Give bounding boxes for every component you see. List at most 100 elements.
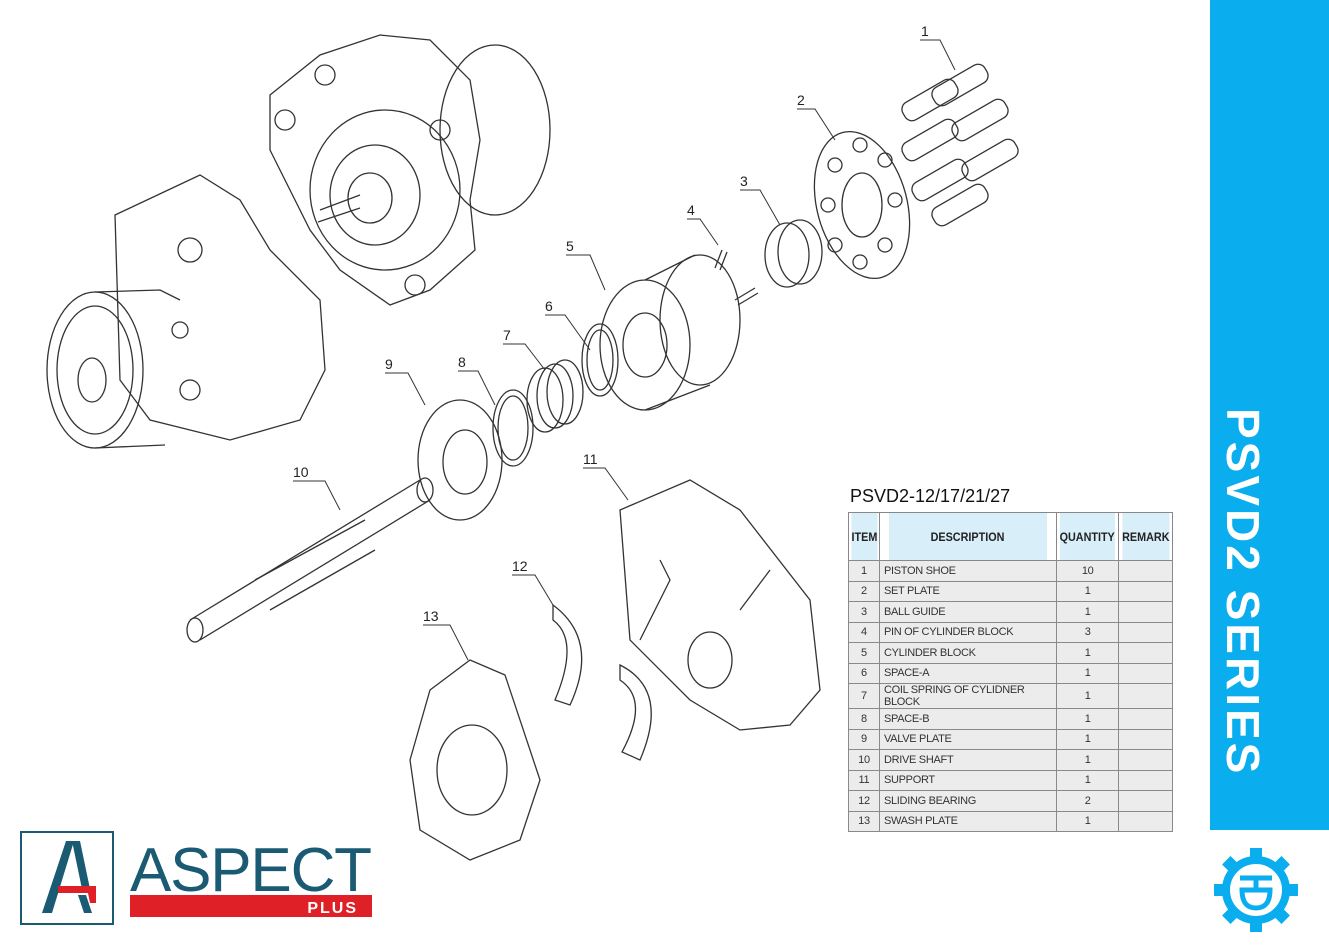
cell-description: CYLINDER BLOCK (878, 642, 1057, 664)
cell-item: 5 (848, 642, 880, 664)
callout-6: 6 (545, 298, 553, 314)
header-remark: REMARK (1121, 512, 1171, 561)
callout-1: 1 (921, 23, 929, 39)
cell-quantity: 1 (1055, 810, 1120, 832)
series-title: PSVD2 SERIES (1217, 408, 1269, 777)
pump-assembly-left (46, 174, 326, 449)
cell-quantity: 1 (1055, 728, 1120, 750)
cylinder-block (599, 254, 741, 411)
table-title: PSVD2-12/17/21/27 (850, 486, 1011, 506)
logo-subtitle: PLUS (307, 900, 358, 917)
cell-description: VALVE PLATE (878, 728, 1057, 750)
header-description: DESCRIPTION (887, 512, 1049, 561)
cell-remark (1118, 769, 1173, 791)
pins (714, 249, 759, 306)
cell-item: 6 (848, 662, 880, 684)
set-plate (813, 130, 911, 280)
cell-description: SPACE-B (878, 708, 1057, 730)
callout-2: 2 (797, 92, 805, 108)
cell-description: PIN OF CYLINDER BLOCK (878, 621, 1057, 643)
cell-remark (1118, 601, 1173, 623)
space-b (492, 389, 534, 467)
cell-remark (1118, 728, 1173, 750)
swash-plate (409, 659, 541, 861)
piston-shoes (901, 63, 1019, 227)
header-item: ITEM (849, 512, 879, 561)
cell-item: 11 (848, 769, 880, 791)
cell-quantity: 1 (1055, 662, 1120, 684)
exploded-parts-drawing (46, 34, 1019, 861)
cell-remark (1118, 683, 1173, 709)
cell-description: SET PLATE (878, 580, 1057, 602)
cell-quantity: 1 (1055, 769, 1120, 791)
ball-guide (764, 219, 823, 288)
cell-remark (1118, 662, 1173, 684)
cell-quantity: 3 (1055, 621, 1120, 643)
callout-4: 4 (687, 202, 695, 218)
cell-item: 9 (848, 728, 880, 750)
cell-remark (1118, 810, 1173, 832)
series-banner (1210, 0, 1329, 830)
logo-wordmark: ASPECT (130, 836, 372, 905)
cell-item: 12 (848, 790, 880, 812)
space-a (581, 323, 619, 397)
leader-lines (293, 39, 956, 661)
cell-description: PISTON SHOE (878, 560, 1057, 582)
cell-description: DRIVE SHAFT (878, 749, 1057, 771)
sliding-bearings (552, 603, 652, 761)
cell-quantity: 10 (1055, 560, 1120, 582)
callout-7: 7 (503, 327, 511, 343)
valve-plate (417, 399, 503, 521)
callout-11: 11 (583, 451, 598, 467)
cell-description: SWASH PLATE (878, 810, 1057, 832)
gear-logo-icon (1214, 848, 1298, 932)
cell-remark (1118, 560, 1173, 582)
cell-remark (1118, 708, 1173, 730)
cell-item: 7 (848, 683, 880, 709)
cell-description: BALL GUIDE (878, 601, 1057, 623)
cell-quantity: 1 (1055, 708, 1120, 730)
cell-item: 4 (848, 621, 880, 643)
callout-12: 12 (512, 558, 528, 574)
cell-remark (1118, 642, 1173, 664)
cell-remark (1118, 749, 1173, 771)
cell-quantity: 1 (1055, 601, 1120, 623)
callout-3: 3 (740, 173, 748, 189)
cell-quantity: 1 (1055, 580, 1120, 602)
cell-quantity: 1 (1055, 683, 1120, 709)
cell-quantity: 2 (1055, 790, 1120, 812)
cell-item: 8 (848, 708, 880, 730)
cell-description: COIL SPRING OF CYLIDNER BLOCK (878, 683, 1057, 709)
drive-shaft (186, 477, 434, 643)
cell-description: SLIDING BEARING (878, 790, 1057, 812)
header-quantity: QUANTITY (1059, 512, 1117, 561)
cell-item: 1 (848, 560, 880, 582)
cell-remark (1118, 621, 1173, 643)
cell-quantity: 1 (1055, 642, 1120, 664)
cell-remark (1118, 790, 1173, 812)
cell-item: 2 (848, 580, 880, 602)
cell-description: SUPPORT (878, 769, 1057, 791)
support (619, 479, 821, 731)
cell-remark (1118, 580, 1173, 602)
aspect-plus-logo: ASPECT PLUS (20, 831, 372, 925)
cell-item: 13 (848, 810, 880, 832)
cell-quantity: 1 (1055, 749, 1120, 771)
coil-spring (526, 359, 584, 433)
callout-10: 10 (293, 464, 309, 480)
cell-description: SPACE-A (878, 662, 1057, 684)
